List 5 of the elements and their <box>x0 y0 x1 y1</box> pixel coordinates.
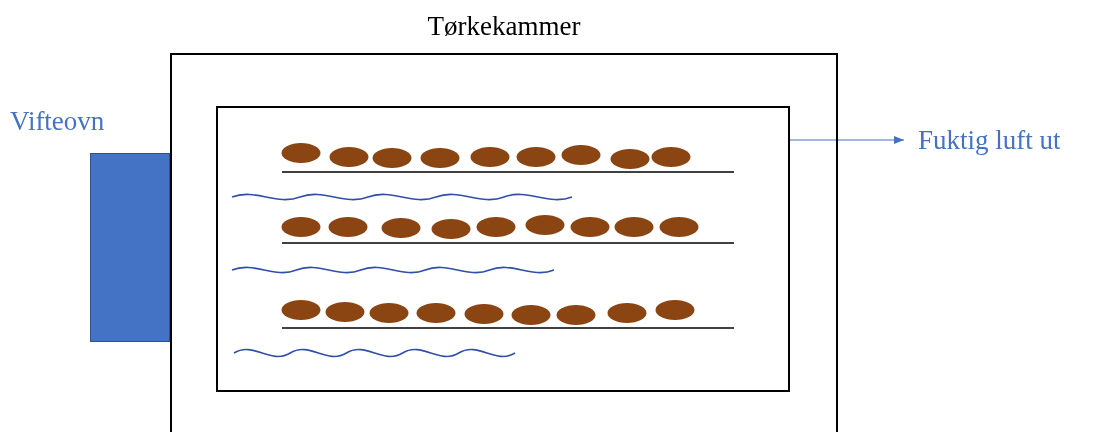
heater-label: Vifteovn <box>10 106 105 136</box>
outlet-label: Fuktig luft ut <box>918 125 1061 155</box>
tray-rack-box <box>216 106 790 392</box>
chamber-title: Tørkekammer <box>426 11 582 41</box>
arrow <box>787 136 905 144</box>
